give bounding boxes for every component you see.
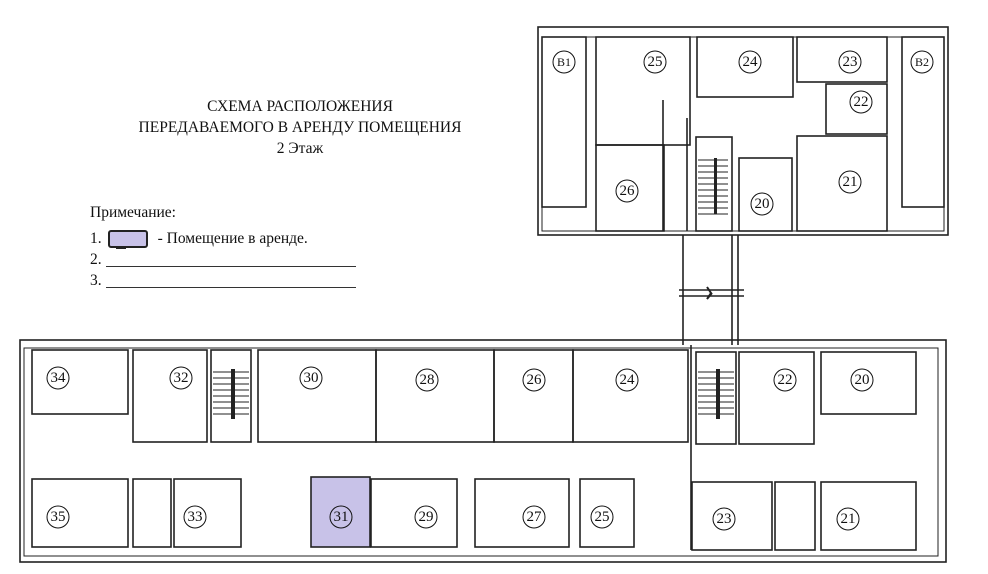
room-label: 25 — [648, 54, 663, 70]
blank-line — [105, 273, 356, 288]
title-floor: 2 Этаж — [276, 140, 324, 157]
room-label: 23 — [717, 511, 732, 527]
room-label: 20 — [855, 372, 870, 388]
legend-item-2: 2. — [90, 249, 356, 270]
room-label: 34 — [51, 370, 67, 386]
upper-stairs-icon — [698, 159, 728, 215]
legend-note: Примечание: 1. - Помещение в аренде. 2. … — [90, 202, 356, 291]
room-label: 27 — [527, 509, 543, 525]
room-label: В2 — [915, 55, 929, 69]
room-label: 21 — [843, 174, 858, 190]
room-label: 24 — [620, 372, 636, 388]
title-line-1: СХЕМА РАСПОЛОЖЕНИЯ — [207, 98, 393, 115]
room-label: 23 — [843, 54, 858, 70]
room-label: 26 — [527, 372, 543, 388]
room-label: 25 — [595, 509, 610, 525]
room-label: 33 — [188, 509, 203, 525]
note-heading: Примечание: — [90, 204, 176, 221]
lower-block — [19, 339, 947, 563]
room-label: 32 — [174, 370, 189, 386]
legend-num: 3. — [90, 272, 102, 289]
room-label: В1 — [557, 55, 571, 69]
room-label: 22 — [854, 94, 869, 110]
room-label: 26 — [620, 183, 636, 199]
room-label-leased: 31 — [334, 509, 349, 525]
title-line-2: ПЕРЕДАВАЕМОГО В АРЕНДУ ПОМЕЩЕНИЯ — [138, 119, 462, 136]
room-label: 21 — [841, 511, 856, 527]
leased-room-swatch-icon — [107, 229, 148, 249]
legend-num: 1. — [90, 230, 102, 247]
room-label: 24 — [743, 54, 759, 70]
room-label: 35 — [51, 509, 66, 525]
blank-line — [105, 252, 356, 267]
lower-stairs-icon — [213, 371, 734, 415]
legend-text: - Помещение в аренде. — [157, 230, 308, 247]
leased-room-31[interactable] — [310, 476, 371, 548]
connector-passage — [679, 235, 744, 345]
legend-item-1: 1. - Помещение в аренде. — [90, 228, 356, 249]
room-label: 30 — [304, 370, 319, 386]
room-label: 20 — [755, 196, 770, 212]
upper-block — [537, 26, 949, 236]
legend-num: 2. — [90, 251, 102, 268]
room-label: 22 — [778, 372, 793, 388]
room-label: 28 — [420, 372, 435, 388]
legend-item-3: 3. — [90, 270, 356, 291]
room-label: 29 — [419, 509, 434, 525]
plan-title: СХЕМА РАСПОЛОЖЕНИЯ ПЕРЕДАВАЕМОГО В АРЕНД… — [100, 96, 500, 159]
